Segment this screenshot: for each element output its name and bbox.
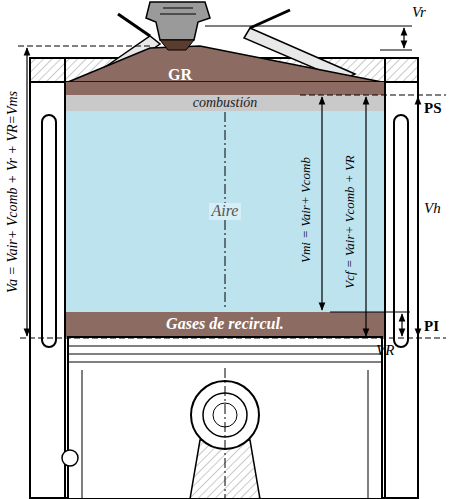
volume-label: Vr bbox=[412, 4, 426, 21]
air-region: Aire bbox=[68, 111, 382, 312]
combustion-band: combustión bbox=[68, 95, 382, 111]
band-text: Aire bbox=[209, 203, 242, 220]
volume-label: Vh bbox=[424, 200, 441, 217]
volume-formula: Vmi = Vair+ Vcomb bbox=[299, 157, 313, 263]
band-text: Gases de recircul. bbox=[163, 316, 287, 333]
recirculated-gas-band: Gases de recircul. bbox=[68, 312, 382, 337]
dead-centre-label: PI bbox=[424, 318, 439, 335]
band-text: combustión bbox=[190, 96, 261, 111]
volume-formula: Va = Vair+ Vcomb + Vr + VR=Vms bbox=[5, 91, 20, 293]
band-text: GR bbox=[165, 67, 195, 84]
gr-band: GR bbox=[130, 64, 230, 86]
volume-formula: Vcf = Vair+ Vcomb + VR bbox=[343, 155, 357, 289]
volume-label: VR bbox=[376, 342, 394, 359]
dead-centre-label: PS bbox=[424, 100, 442, 117]
